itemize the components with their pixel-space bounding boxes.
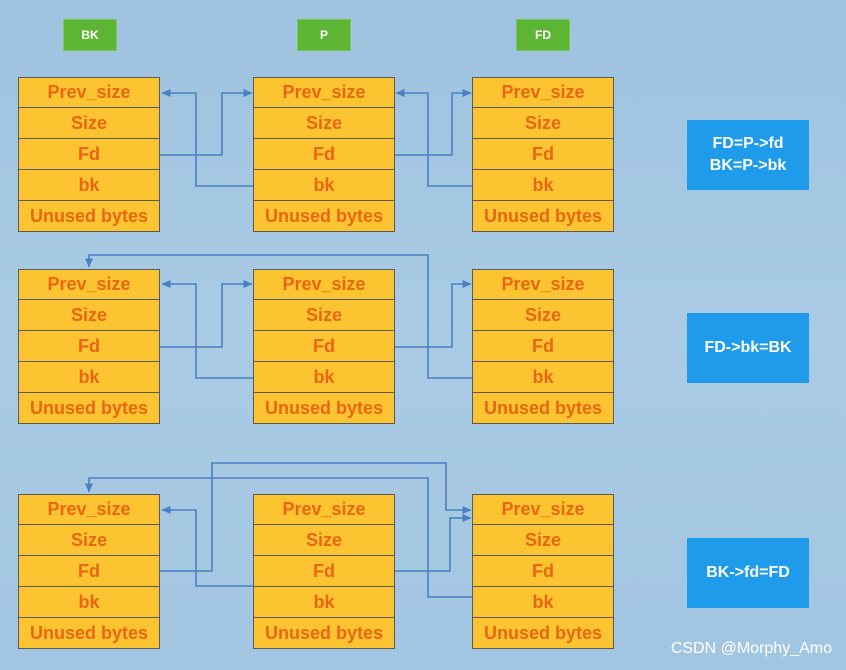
prev-size-field: Prev_size — [253, 77, 395, 108]
fd-field: Fd — [18, 331, 160, 362]
r1-bk-fd-to-p-prev — [160, 89, 253, 156]
bk-field: bk — [18, 587, 160, 618]
bk-field: bk — [472, 362, 614, 393]
fd-field: Fd — [253, 556, 395, 587]
prev-size-field: Prev_size — [253, 494, 395, 525]
prev-size-field: Prev_size — [18, 494, 160, 525]
size-field: Size — [18, 108, 160, 139]
r1-p-fd-to-fd-prev — [395, 89, 472, 156]
step3-text: BK->fd=FD — [706, 564, 790, 581]
r1-p-bk-to-bk-prev — [161, 89, 253, 187]
bk-field: bk — [18, 170, 160, 201]
prev-size-field: Prev_size — [472, 77, 614, 108]
step1-line1: FD=P->fd — [712, 135, 784, 152]
unused-bytes-field: Unused bytes — [472, 618, 614, 649]
bk-field: bk — [253, 362, 395, 393]
r2-fd-bk-to-bk-prev — [85, 254, 472, 379]
size-field: Size — [472, 300, 614, 331]
row2-chunk-p: Prev_size Size Fd bk Unused bytes — [253, 269, 395, 424]
fd-field: Fd — [253, 139, 395, 170]
label-p: P — [297, 19, 351, 51]
fd-field: Fd — [18, 139, 160, 170]
r2-p-fd-to-fd-prev — [395, 280, 472, 348]
r2-bk-fd-to-p-prev — [160, 280, 253, 348]
unused-bytes-field: Unused bytes — [472, 393, 614, 424]
size-field: Size — [253, 108, 395, 139]
prev-size-field: Prev_size — [472, 269, 614, 300]
r3-p-bk-to-bk-prev — [161, 506, 253, 587]
step1-note: FD=P->fd BK=P->bk — [687, 120, 809, 190]
row2-chunk-bk: Prev_size Size Fd bk Unused bytes — [18, 269, 160, 424]
prev-size-field: Prev_size — [253, 269, 395, 300]
bk-field: bk — [18, 362, 160, 393]
unused-bytes-field: Unused bytes — [253, 393, 395, 424]
unused-bytes-field: Unused bytes — [253, 201, 395, 232]
size-field: Size — [472, 525, 614, 556]
r2-p-bk-to-bk-prev — [161, 280, 253, 379]
fd-field: Fd — [472, 556, 614, 587]
prev-size-field: Prev_size — [18, 77, 160, 108]
size-field: Size — [253, 300, 395, 331]
size-field: Size — [18, 525, 160, 556]
unused-bytes-field: Unused bytes — [18, 618, 160, 649]
unused-bytes-field: Unused bytes — [18, 201, 160, 232]
r3-p-fd-to-fd-prev — [395, 514, 472, 572]
row1-chunk-bk: Prev_size Size Fd bk Unused bytes — [18, 77, 160, 232]
fd-field: Fd — [18, 556, 160, 587]
prev-size-field: Prev_size — [472, 494, 614, 525]
row2-chunk-fd: Prev_size Size Fd bk Unused bytes — [472, 269, 614, 424]
bk-field: bk — [253, 170, 395, 201]
label-fd: FD — [516, 19, 570, 51]
unused-bytes-field: Unused bytes — [472, 201, 614, 232]
step1-line2: BK=P->bk — [709, 157, 787, 174]
prev-size-field: Prev_size — [18, 269, 160, 300]
watermark: CSDN @Morphy_Amo — [670, 640, 832, 657]
bk-field: bk — [472, 587, 614, 618]
row3-chunk-p: Prev_size Size Fd bk Unused bytes — [253, 494, 395, 649]
r3-bk-fd-to-fd-prev — [160, 462, 472, 572]
bk-field: bk — [253, 587, 395, 618]
row1-chunk-p: Prev_size Size Fd bk Unused bytes — [253, 77, 395, 232]
label-bk: BK — [63, 19, 117, 51]
step2-note: FD->bk=BK — [687, 313, 809, 383]
row3-chunk-fd: Prev_size Size Fd bk Unused bytes — [472, 494, 614, 649]
fd-field: Fd — [472, 139, 614, 170]
fd-field: Fd — [472, 331, 614, 362]
size-field: Size — [253, 525, 395, 556]
size-field: Size — [472, 108, 614, 139]
row3-chunk-bk: Prev_size Size Fd bk Unused bytes — [18, 494, 160, 649]
fd-field: Fd — [253, 331, 395, 362]
step3-note: BK->fd=FD — [687, 538, 809, 608]
size-field: Size — [18, 300, 160, 331]
unused-bytes-field: Unused bytes — [253, 618, 395, 649]
bk-field: bk — [472, 170, 614, 201]
r1-fd-bk-to-p-prev — [395, 89, 472, 187]
unused-bytes-field: Unused bytes — [18, 393, 160, 424]
step2-text: FD->bk=BK — [704, 339, 792, 356]
r3-fd-bk-to-bk-prev — [85, 477, 472, 598]
row1-chunk-fd: Prev_size Size Fd bk Unused bytes — [472, 77, 614, 232]
